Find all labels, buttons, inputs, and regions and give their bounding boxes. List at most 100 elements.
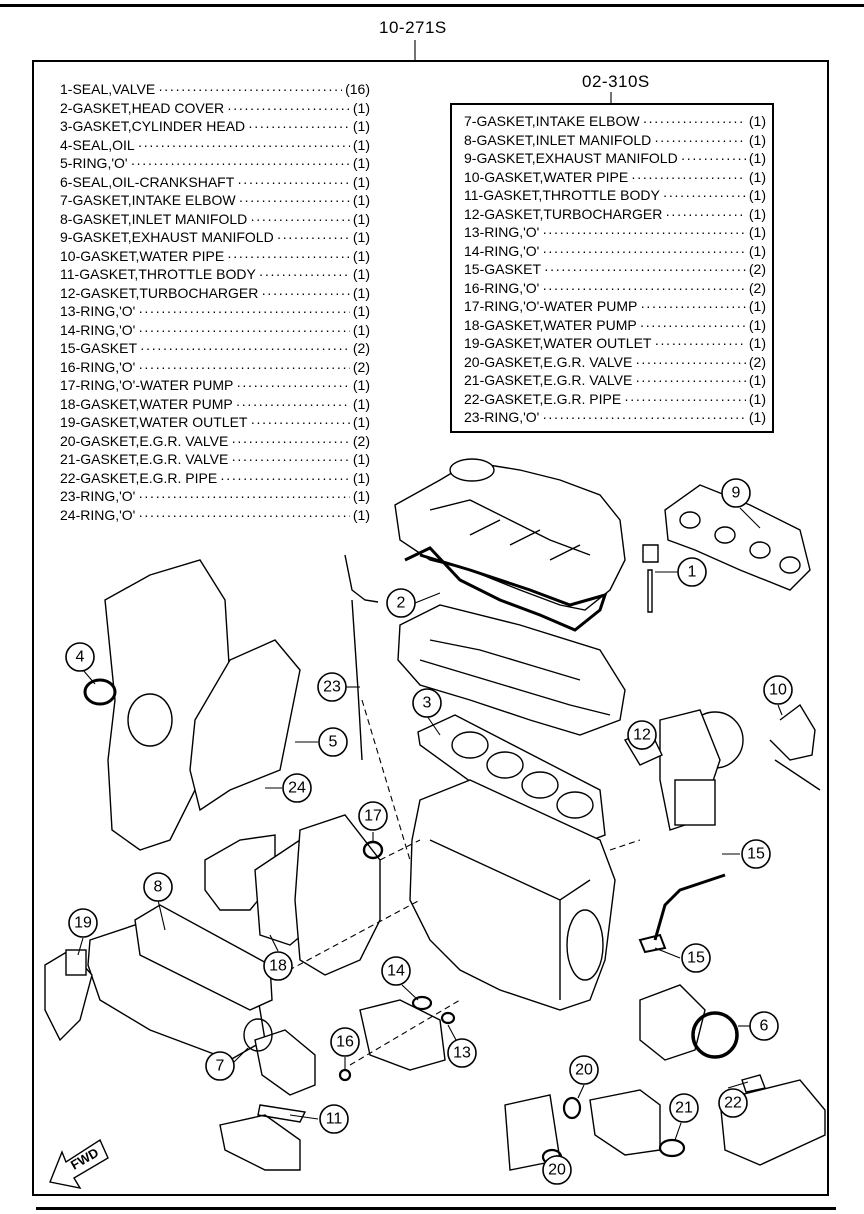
svg-text:17: 17 xyxy=(364,808,382,825)
svg-text:19: 19 xyxy=(74,915,92,932)
water-pipe xyxy=(769,703,821,791)
part-quantity: (2) xyxy=(748,353,766,370)
part-quantity: (1) xyxy=(352,469,370,486)
assembly-line-c xyxy=(279,899,421,976)
part-name: 12-GASKET,TURBOCHARGER xyxy=(464,205,663,222)
svg-text:5: 5 xyxy=(329,734,338,751)
list-item: 6-SEAL,OIL-CRANKSHAFT(1) xyxy=(60,173,370,192)
part-quantity: (1) xyxy=(748,372,766,388)
callout-3: 3 xyxy=(412,688,442,718)
part-name: 9-GASKET,EXHAUST MANIFOLD xyxy=(464,150,678,166)
rear-seal-plate xyxy=(639,984,706,1061)
part-quantity: (1) xyxy=(748,224,766,240)
part-quantity: (1) xyxy=(352,155,370,171)
part-quantity: (1) xyxy=(352,192,370,208)
callout-2: 2 xyxy=(386,588,416,618)
valve-seal xyxy=(642,544,659,613)
part-name: 24-RING,'O' xyxy=(60,506,136,523)
part-name: 11-GASKET,THROTTLE BODY xyxy=(60,266,256,282)
list-item: 1-SEAL,VALVE(16) xyxy=(60,80,370,99)
subkit-frame xyxy=(450,103,774,433)
part-quantity: (2) xyxy=(352,340,370,356)
callout-20-bottom: 20 xyxy=(542,1155,572,1185)
egr-pipe-gasket-22 xyxy=(741,1074,766,1093)
part-name: 23-RING,'O' xyxy=(464,409,540,425)
part-name: 11-GASKET,THROTTLE BODY xyxy=(464,187,660,203)
callout-19: 19 xyxy=(68,908,98,938)
svg-text:20: 20 xyxy=(575,1062,593,1079)
list-item: 8-GASKET,INLET MANIFOLD (1) xyxy=(60,210,370,229)
part-quantity: (1) xyxy=(748,187,766,203)
turbocharger xyxy=(659,709,744,831)
engine-backplate xyxy=(189,639,301,812)
part-quantity: (1) xyxy=(352,229,370,245)
list-item: 22-GASKET,E.G.R. PIPE(1) xyxy=(464,390,766,409)
list-item: 22-GASKET,E.G.R. PIPE(1) xyxy=(60,469,370,488)
assembly-line-e xyxy=(609,839,641,851)
part-name: 9-GASKET,EXHAUST MANIFOLD xyxy=(60,229,274,245)
part-quantity: (1) xyxy=(748,316,766,333)
callout-7: 7 xyxy=(205,1051,235,1081)
list-item: 17-RING,'O'-WATER PUMP(1) xyxy=(60,376,370,395)
part-name: 16-RING,'O' xyxy=(464,279,540,296)
list-item: 11-GASKET,THROTTLE BODY (1) xyxy=(464,186,766,205)
list-item: 21-GASKET,E.G.R. VALVE(1) xyxy=(60,450,370,469)
part-name: 19-GASKET,WATER OUTLET xyxy=(464,335,652,351)
part-name: 13-RING,'O' xyxy=(464,224,540,240)
part-name: 5-RING,'O' xyxy=(60,155,128,171)
svg-text:13: 13 xyxy=(453,1045,471,1062)
part-name: 20-GASKET,E.G.R. VALVE xyxy=(60,432,229,449)
part-name: 12-GASKET,TURBOCHARGER xyxy=(60,284,259,301)
assembly-line-d xyxy=(349,999,461,1066)
part-quantity: (1) xyxy=(352,210,370,227)
part-quantity: (1) xyxy=(352,173,370,190)
part-name: 1-SEAL,VALVE xyxy=(60,81,156,97)
cylinder-head xyxy=(397,604,626,736)
svg-text:23: 23 xyxy=(323,679,341,696)
svg-text:16: 16 xyxy=(336,1034,354,1051)
intake-elbow xyxy=(254,1029,316,1096)
bottom-rule xyxy=(36,1207,836,1210)
callout-23: 23 xyxy=(317,672,347,702)
svg-text:8: 8 xyxy=(154,879,163,896)
part-quantity: (1) xyxy=(352,395,370,412)
kit-part-number: 10-271S xyxy=(379,18,447,37)
list-item: 10-GASKET,WATER PIPE(1) xyxy=(60,247,370,266)
list-item: 19-GASKET,WATER OUTLET (1) xyxy=(464,334,766,353)
oring-16 xyxy=(338,1068,352,1082)
part-name: 20-GASKET,E.G.R. VALVE xyxy=(464,353,633,370)
callout-12: 12 xyxy=(627,720,657,750)
egr-pipe-gasket xyxy=(638,933,667,954)
list-item: 3-GASKET,CYLINDER HEAD(1) xyxy=(60,117,370,136)
list-item: 19-GASKET,WATER OUTLET(1) xyxy=(60,413,370,432)
list-item: 23-RING,'O'(1) xyxy=(60,487,370,506)
part-quantity: (1) xyxy=(748,335,766,351)
callout-21: 21 xyxy=(669,1093,699,1123)
part-name: 13-RING,'O' xyxy=(60,303,136,319)
list-item: 7-GASKET,INTAKE ELBOW(1) xyxy=(464,112,766,131)
list-item: 14-RING,'O'(1) xyxy=(464,242,766,261)
egr-valve-gasket-21 xyxy=(658,1138,686,1158)
callout-15-top: 15 xyxy=(741,839,771,869)
svg-text:3: 3 xyxy=(423,695,432,712)
part-name: 15-GASKET xyxy=(464,261,542,277)
part-name: 8-GASKET,INLET MANIFOLD xyxy=(60,210,248,227)
part-quantity: (1) xyxy=(352,284,370,301)
callout-22: 22 xyxy=(718,1088,748,1118)
part-quantity: (2) xyxy=(352,358,370,375)
part-name: 7-GASKET,INTAKE ELBOW xyxy=(60,192,236,208)
part-name: 17-RING,'O'-WATER PUMP xyxy=(464,298,638,314)
list-item: 10-GASKET,WATER PIPE(1) xyxy=(464,168,766,187)
callout-24: 24 xyxy=(282,773,312,803)
part-quantity: (1) xyxy=(352,266,370,282)
part-quantity: (1) xyxy=(352,303,370,319)
part-quantity: (1) xyxy=(352,99,370,116)
part-quantity: (1) xyxy=(748,409,766,425)
list-item: 9-GASKET,EXHAUST MANIFOLD(1) xyxy=(464,149,766,168)
list-item: 13-RING,'O' (1) xyxy=(464,223,766,242)
part-quantity: (1) xyxy=(352,136,370,153)
subkit-parts-list: 7-GASKET,INTAKE ELBOW(1)8-GASKET,INLET M… xyxy=(464,112,766,427)
svg-text:10: 10 xyxy=(769,682,787,699)
svg-text:9: 9 xyxy=(732,485,741,502)
